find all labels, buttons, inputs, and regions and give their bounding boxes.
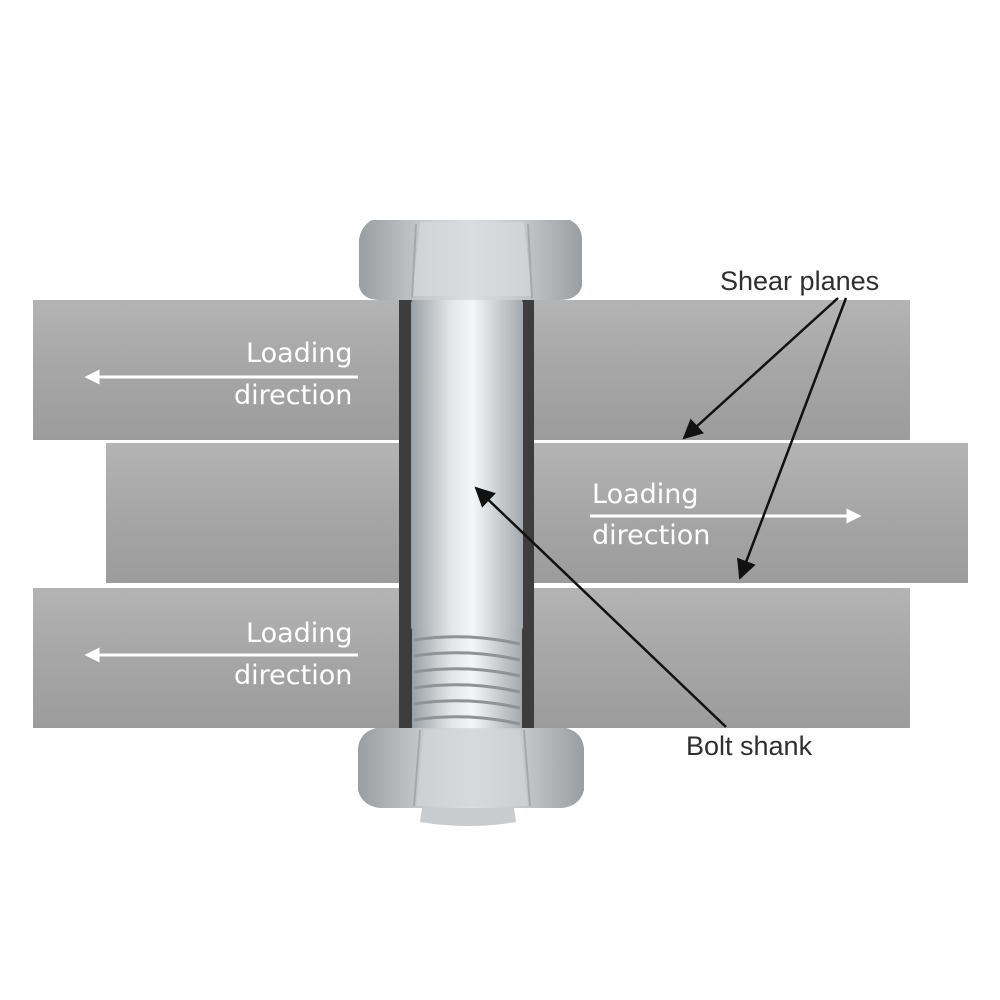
bolt-tip <box>420 808 516 826</box>
nut <box>358 728 584 808</box>
bolt-threads <box>412 630 522 728</box>
loading-direction-label-middle-line1: Loading <box>592 479 699 510</box>
bolt-shank <box>411 296 523 634</box>
loading-direction-label-bottom-line1: Loading <box>246 618 353 649</box>
bolt-shank-callout <box>474 486 727 728</box>
bolt-shank-label: Bolt shank <box>686 731 813 761</box>
loading-direction-label-bottom-line2: direction <box>234 660 353 691</box>
shear-plane-callout-upper <box>682 297 839 440</box>
shear-planes-label: Shear planes <box>720 266 880 296</box>
bolt-head <box>359 220 582 300</box>
loading-direction-label-middle-line2: direction <box>592 520 711 551</box>
shear-plane-callout-lower <box>737 297 848 580</box>
loading-direction-label-top-line1: Loading <box>246 338 353 369</box>
loading-direction-label-top-line2: direction <box>234 380 353 411</box>
middle-plate <box>106 443 968 583</box>
